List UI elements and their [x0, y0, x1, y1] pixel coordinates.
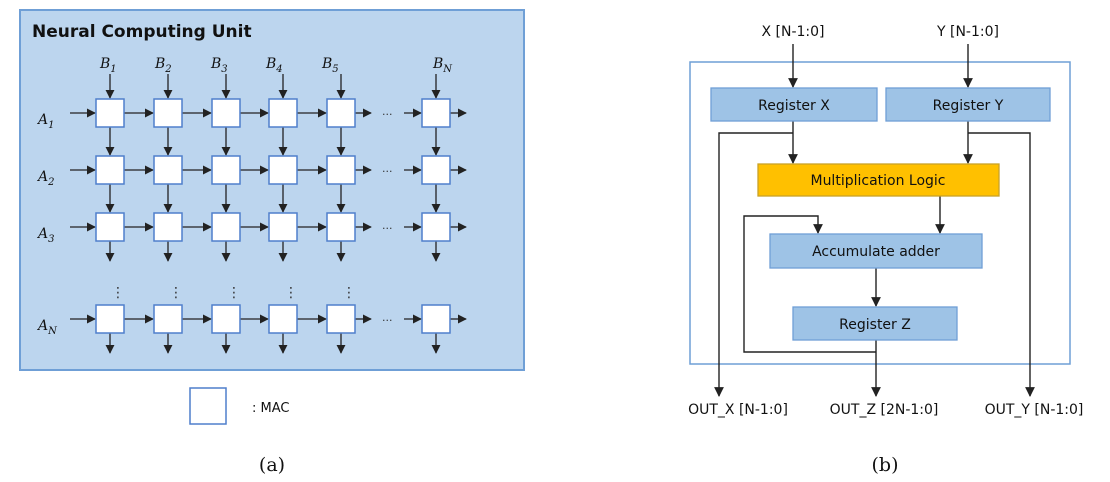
mac-cell — [326, 155, 356, 185]
mac-cell — [153, 212, 183, 242]
panel-b: X [N-1:0] Y [N-1:0] Register X Register … — [688, 24, 1083, 476]
column-ellipsis: ⋮ — [111, 285, 125, 301]
accumulate-adder-label: Accumulate adder — [812, 244, 940, 260]
caption-a: (a) — [259, 454, 285, 476]
register-z-block — [792, 306, 958, 341]
input-x-label: X [N-1:0] — [761, 24, 824, 40]
connectors — [714, 44, 1035, 397]
out-z-label: OUT_Z [2N-1:0] — [830, 402, 939, 418]
out-x-label: OUT_X [N-1:0] — [688, 402, 788, 418]
mac-cell — [326, 304, 356, 334]
column-label-bn: BN — [432, 56, 453, 75]
mac-cell — [95, 155, 125, 185]
column-label-b3: B3 — [210, 56, 228, 75]
mac-cell — [421, 98, 451, 128]
column-ellipsis: ⋮ — [169, 285, 183, 301]
mac-cell — [95, 98, 125, 128]
register-x-label: Register X — [758, 98, 830, 114]
mac-cell — [211, 212, 241, 242]
neural-computing-unit-title: Neural Computing Unit — [32, 22, 252, 42]
row-ellipsis: ··· — [382, 108, 393, 121]
mac-cell — [421, 212, 451, 242]
horizontal-ellipses: ··· ··· ··· ··· — [382, 108, 393, 327]
column-label-b1: B1 — [99, 56, 117, 75]
register-y-block — [885, 87, 1051, 122]
column-ellipsis: ⋮ — [284, 285, 298, 301]
row-label-an: AN — [36, 318, 58, 337]
mac-cell — [211, 98, 241, 128]
row-label-a3: A3 — [36, 226, 55, 245]
mac-cell — [326, 212, 356, 242]
column-label-b4: B4 — [265, 56, 283, 75]
row-ellipsis: ··· — [382, 222, 393, 235]
column-label-b2: B2 — [154, 56, 172, 75]
input-y-label: Y [N-1:0] — [936, 24, 999, 40]
row-label-a1: A1 — [36, 112, 55, 131]
column-ellipsis: ⋮ — [227, 285, 241, 301]
register-y-label: Register Y — [933, 98, 1004, 114]
row-ellipsis: ··· — [382, 165, 393, 178]
vertical-ellipses: ⋮ ⋮ ⋮ ⋮ ⋮ — [111, 285, 356, 301]
multiplication-logic-label: Multiplication Logic — [810, 173, 945, 189]
regy-bypass-to-out-y — [968, 132, 1035, 397]
row-label-a2: A2 — [36, 169, 55, 188]
accumulate-adder-block — [769, 233, 983, 269]
register-x-block — [710, 87, 878, 122]
mac-legend-swatch — [189, 387, 227, 425]
row-labels: A1 A2 A3 AN — [36, 112, 58, 337]
regx-bypass-to-out-x — [714, 132, 793, 397]
register-z-label: Register Z — [839, 317, 911, 333]
column-label-b5: B5 — [321, 56, 339, 75]
mac-cell — [421, 304, 451, 334]
mac-cell — [211, 155, 241, 185]
column-ellipsis: ⋮ — [342, 285, 356, 301]
row-ellipsis: ··· — [382, 314, 393, 327]
mac-cell — [95, 304, 125, 334]
mac-cell — [153, 98, 183, 128]
mac-cell — [153, 304, 183, 334]
caption-b: (b) — [872, 454, 899, 476]
mac-cell — [268, 155, 298, 185]
mac-cell — [268, 304, 298, 334]
mac-cell — [153, 155, 183, 185]
mac-cell — [421, 155, 451, 185]
mac-cell — [268, 98, 298, 128]
mac-cell — [268, 212, 298, 242]
mac-grid — [70, 74, 467, 354]
mac-cell — [211, 304, 241, 334]
column-labels: B1 B2 B3 B4 B5 BN — [99, 56, 453, 75]
accumulate-feedback-loop — [743, 215, 876, 353]
out-y-label: OUT_Y [N-1:0] — [985, 402, 1084, 418]
mac-legend-text: : MAC — [252, 401, 289, 416]
mac-cell — [95, 212, 125, 242]
multiplication-logic-block — [757, 163, 1000, 197]
mac-cell — [326, 98, 356, 128]
panel-a: Neural Computing Unit B1 B2 B3 B4 B5 BN … — [19, 9, 525, 476]
